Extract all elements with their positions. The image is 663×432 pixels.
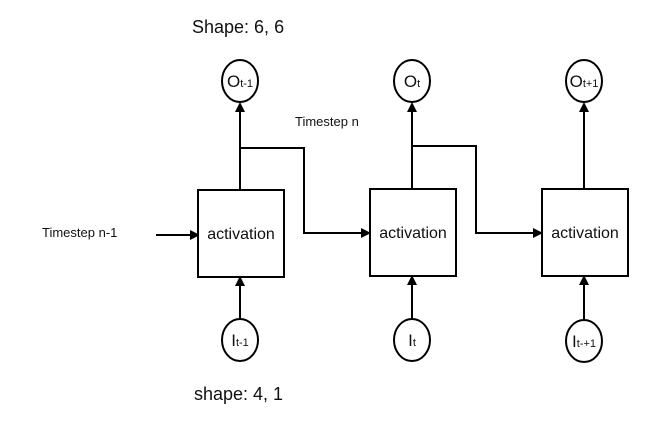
output-node-1 xyxy=(221,59,259,103)
timestep-n-minus-1-label: Timestep n-1 xyxy=(42,225,117,240)
input-label-2: It xyxy=(408,331,416,350)
output-node-2 xyxy=(393,59,431,103)
input-label-3: It-+1 xyxy=(572,332,596,351)
recurrent-connection-2 xyxy=(412,145,543,238)
shape-bottom-label: shape: 4, 1 xyxy=(194,384,283,404)
input-node-2 xyxy=(393,318,431,362)
output-label-3: Ot+1 xyxy=(570,72,599,91)
input-label-1: It-1 xyxy=(231,331,249,350)
output-label-1: Ot-1 xyxy=(227,72,253,91)
input-node-1 xyxy=(221,318,259,362)
activation-label-2: activation xyxy=(379,225,447,242)
activation-label-3: activation xyxy=(551,225,619,242)
output-label-2: Ot xyxy=(404,72,420,91)
activation-box-3 xyxy=(541,188,629,277)
input-node-3 xyxy=(565,319,603,363)
recurrent-connection-1 xyxy=(240,147,371,238)
shape-top-label: Shape: 6, 6 xyxy=(192,17,284,37)
activation-box-2 xyxy=(369,188,457,277)
output-node-3 xyxy=(565,59,603,103)
timestep-n-label: Timestep n xyxy=(295,114,359,129)
activation-label-1: activation xyxy=(207,226,275,243)
